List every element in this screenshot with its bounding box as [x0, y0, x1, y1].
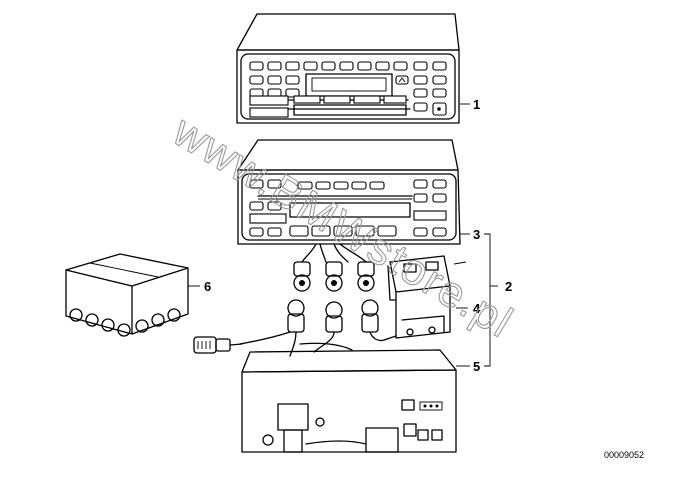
cd-unit-bottom-buttons [249, 225, 447, 237]
callout-5: 5 [473, 359, 480, 374]
callout-1: 1 [473, 97, 480, 112]
radio-left-keypad [249, 75, 300, 98]
packaging-box[interactable] [65, 253, 189, 337]
din-plug-upper-right [357, 261, 375, 292]
cassette-slot [249, 95, 411, 118]
din-plug-upper-middle [325, 261, 343, 292]
radio-cd-head-unit[interactable] [237, 139, 461, 245]
box-perforations [69, 308, 181, 337]
din-plug-upper-left [293, 261, 311, 292]
cd-unit-top-buttons [249, 179, 447, 190]
din-plug-lower-right [361, 299, 397, 342]
watermark: www.BMWstore.pl [164, 106, 522, 348]
callout-4: 4 [473, 301, 481, 316]
callout-3: 3 [473, 227, 480, 242]
cd-unit-display [289, 202, 411, 218]
din-plug-lower-left [287, 299, 305, 357]
callout-2: 2 [505, 279, 512, 294]
callout-leaders [188, 103, 498, 367]
mounting-bracket[interactable] [387, 255, 467, 339]
din-plug-lower-middle [313, 301, 343, 353]
diagram-number: 00009052 [604, 450, 644, 460]
multipin-connector[interactable] [193, 336, 243, 354]
radio-cassette-unit[interactable] [236, 13, 460, 124]
adapter-cable-set[interactable] [239, 243, 397, 357]
radio-display [305, 73, 393, 97]
radio-top-button-row [249, 61, 447, 71]
callout-6: 6 [204, 279, 211, 294]
amplifier-module[interactable] [241, 349, 457, 453]
